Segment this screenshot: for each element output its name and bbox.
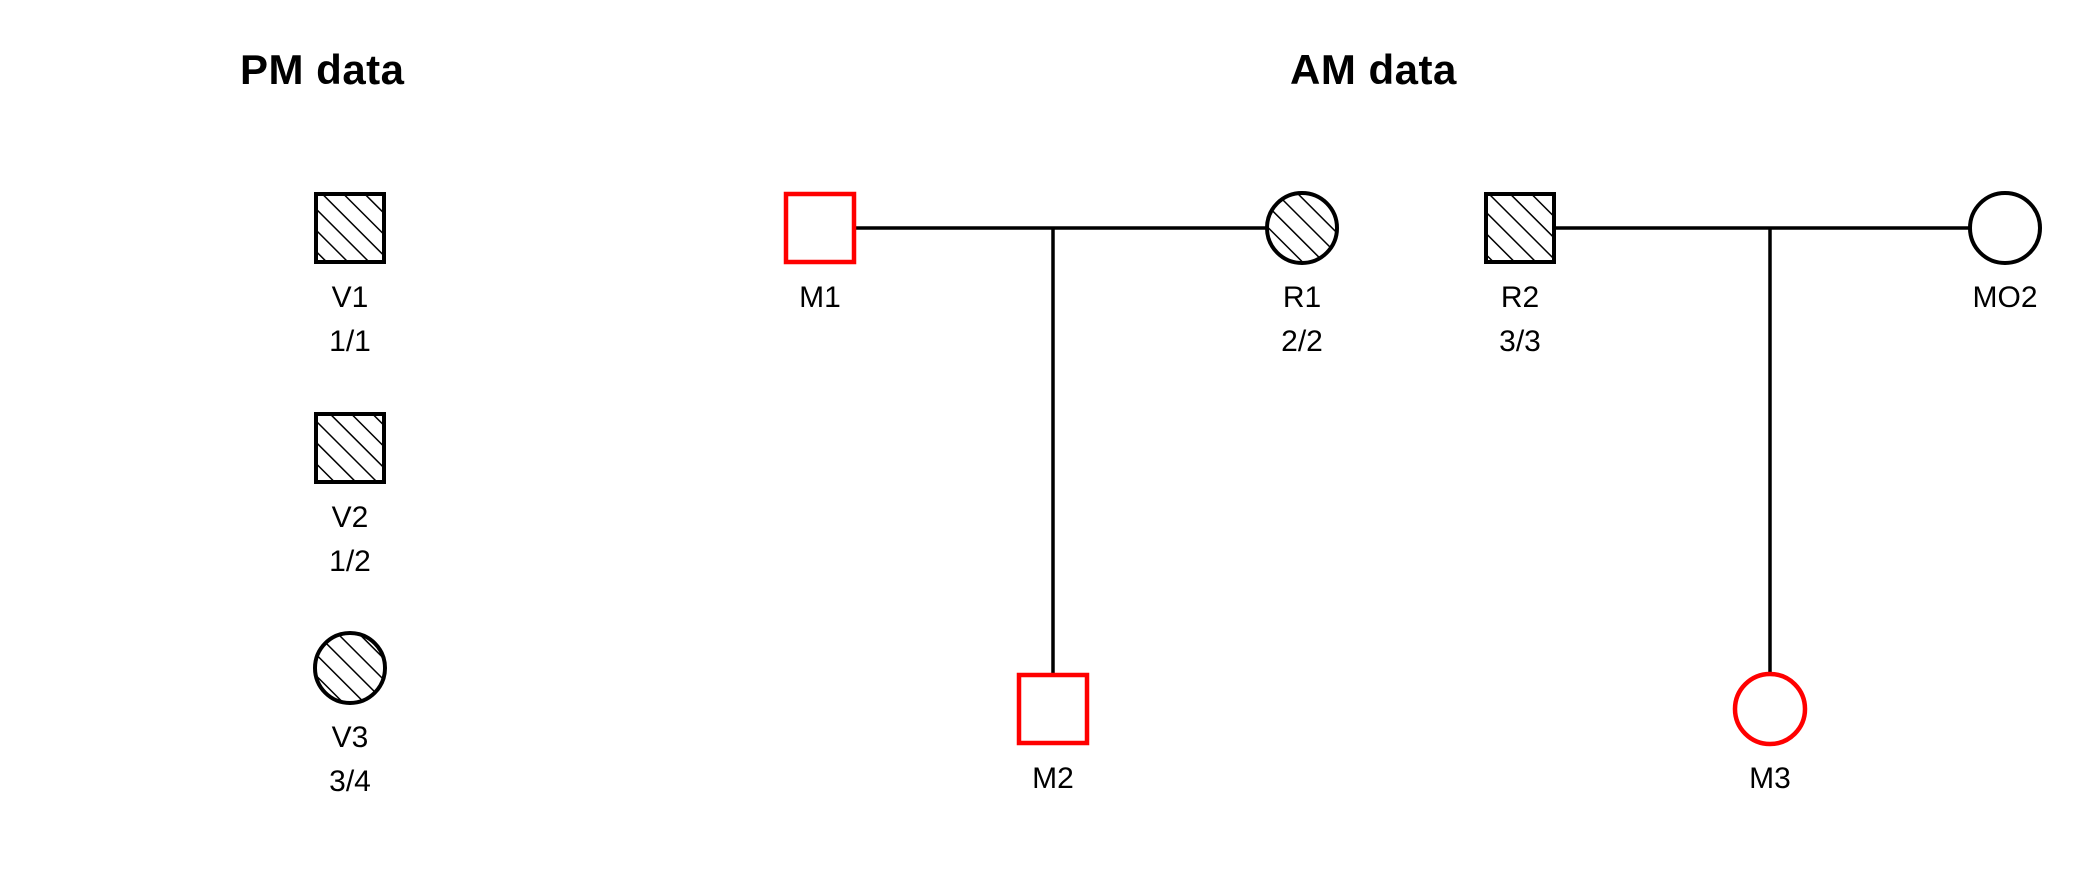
- am-label-r2: R2: [1500, 281, 1540, 314]
- am-label-mo2: MO2: [1972, 281, 2038, 314]
- pm-panel-title: PM data: [240, 46, 405, 93]
- am-symbol-m2[interactable]: [1016, 672, 1090, 746]
- pm-label-v3: V3: [331, 721, 369, 754]
- am-genotype-r2: 3/3: [1499, 325, 1541, 358]
- am-symbol-r1[interactable]: [1265, 191, 1339, 265]
- am-label-m1: M1: [799, 281, 841, 314]
- pm-label-v1: V1: [331, 281, 369, 314]
- am-label-m2: M2: [1032, 762, 1074, 795]
- family-1-connectors: [854, 226, 1267, 676]
- pm-label-v2: V2: [331, 501, 369, 534]
- am-symbol-m3[interactable]: [1732, 671, 1808, 747]
- am-label-r1: R1: [1282, 281, 1322, 314]
- pm-genotype-v1: 1/1: [329, 325, 371, 358]
- am-genotype-r1: 2/2: [1281, 325, 1323, 358]
- am-symbol-r2[interactable]: [1484, 192, 1556, 264]
- am-label-m3: M3: [1749, 762, 1791, 795]
- pm-genotype-v3: 3/4: [329, 765, 371, 798]
- pm-symbol-v1[interactable]: [314, 192, 386, 264]
- family-2-connectors: [1554, 226, 1970, 676]
- am-symbol-mo2[interactable]: [1968, 191, 2042, 265]
- am-symbol-m1[interactable]: [783, 191, 857, 265]
- pm-symbol-v3[interactable]: [313, 631, 387, 705]
- am-panel-title: AM data: [1290, 46, 1457, 93]
- pm-genotype-v2: 1/2: [329, 545, 371, 578]
- pm-symbol-v2[interactable]: [314, 412, 386, 484]
